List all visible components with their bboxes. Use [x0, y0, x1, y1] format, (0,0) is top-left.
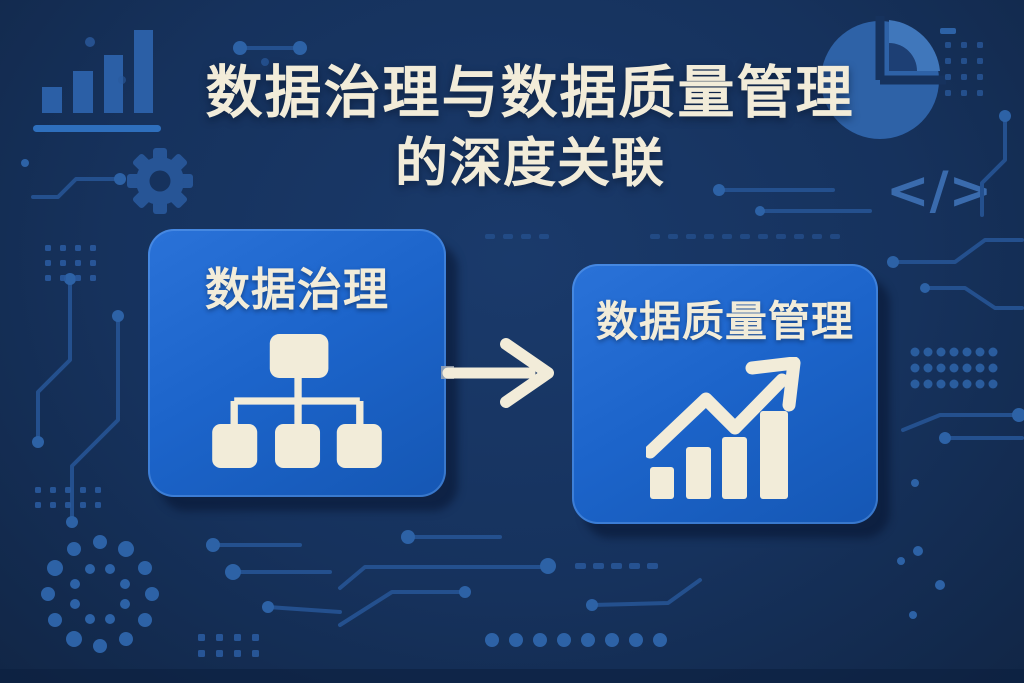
page-title: 数据治理与数据质量管理 的深度关联 [206, 62, 855, 193]
gear-icon [127, 148, 193, 214]
growth-bars-arrow-icon [646, 357, 801, 499]
arrow-right-icon [441, 338, 554, 408]
card-data-quality: 数据质量管理 [572, 264, 878, 524]
bar-chart-logo-icon [33, 30, 161, 132]
title-line-1: 数据治理与数据质量管理 [205, 61, 855, 125]
bottom-vignette [0, 669, 1024, 683]
dotted-ring [41, 535, 159, 653]
card-quality-label: 数据质量管理 [595, 298, 854, 345]
code-symbol: </> [886, 161, 992, 221]
card-governance-label: 数据治理 [204, 264, 389, 315]
card-data-governance: 数据治理 [148, 229, 446, 497]
title-line-2: 的深度关联 [395, 133, 665, 193]
org-hierarchy-icon [212, 334, 382, 468]
